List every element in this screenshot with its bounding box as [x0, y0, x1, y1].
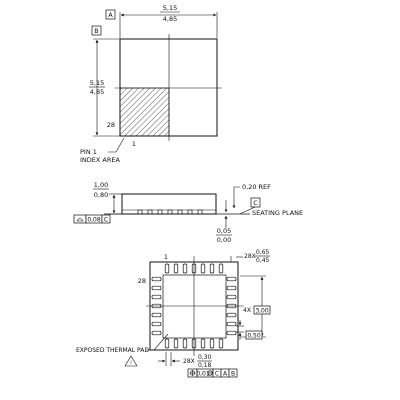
tol-datum-b: B [231, 371, 235, 378]
bottom-pad [218, 263, 224, 274]
bottom-view: 1 28 28X 0,65 0,45 4X 3,00 0,50 28X 0,30… [76, 249, 271, 378]
bottom-pad [226, 321, 237, 327]
bottom-pad [151, 276, 162, 282]
pin1-index-area-hatch [119, 87, 170, 137]
top-pin-1-label: 1 [132, 140, 136, 148]
pin1-leader [108, 137, 125, 153]
pitch-max: 0,65 [256, 249, 270, 256]
side-lead [137, 209, 143, 215]
flatness-datum-box [101, 214, 111, 224]
width-max-label: 5,15 [163, 4, 177, 12]
mmc-modifier-icon [207, 370, 213, 376]
bottom-pad [209, 338, 215, 349]
datum-c-label: C [253, 199, 258, 207]
bottom-pad [151, 330, 162, 336]
bottom-pad [151, 312, 162, 318]
lead-count: 28X [183, 358, 195, 365]
thermal-pad-leader [146, 333, 169, 351]
bottom-pad [164, 338, 170, 349]
flatness-symbol-box [73, 214, 87, 224]
bottom-pad [173, 263, 179, 274]
mmc-modifier-glyph: M [208, 371, 212, 376]
seating-plane-label: SEATING PLANE [252, 209, 303, 217]
bottom-pad [218, 338, 224, 349]
bottom-pin-1-label: 1 [164, 253, 168, 261]
datum-c-box [250, 197, 261, 208]
bottom-pad [151, 285, 162, 291]
bottom-pad [226, 276, 237, 282]
lead-min: 0,18 [198, 362, 212, 369]
top-view: A B 5,15 4,85 5,15 4,85 28 1 PIN 1 INDEX… [80, 4, 222, 164]
ref-thickness-leader [232, 186, 240, 209]
warning-triangle-icon [124, 355, 138, 367]
tol-datum-a: A [223, 371, 228, 378]
side-lead [197, 209, 203, 215]
top-pin-28-label: 28 [107, 121, 115, 129]
ref-thickness-label: 0,20 REF [242, 183, 271, 191]
flatness-icon [76, 218, 84, 222]
width-min-label: 4,85 [163, 15, 177, 23]
datum-c-leader [239, 206, 256, 215]
lead-max: 0,30 [198, 354, 212, 361]
bottom-pad [164, 263, 170, 274]
side-lead [187, 209, 193, 215]
bottom-pad [173, 338, 179, 349]
side-lead [157, 209, 163, 215]
side-lead [147, 209, 153, 215]
side-lead [167, 209, 173, 215]
bottom-pad [182, 338, 188, 349]
flatness-datum: C [104, 217, 108, 224]
side-view: 1,00 0,80 0,08 C 0,20 REF [73, 181, 303, 244]
datum-b-box [91, 25, 102, 36]
warning-exclamation-glyph: ! [130, 361, 132, 367]
bottom-pad [226, 294, 237, 300]
bottom-pad [226, 330, 237, 336]
height-min-label: 4,85 [90, 88, 104, 96]
pitch-min: 0,45 [256, 257, 270, 264]
standoff-max-label: 0,05 [217, 227, 231, 235]
bottom-pin-28-label: 28 [138, 277, 146, 285]
tol-datum-b-box [228, 368, 238, 378]
tolerance-value: 0,01 [196, 371, 210, 378]
bottom-pad [226, 312, 237, 318]
flatness-value: 0,08 [87, 217, 101, 224]
bottom-pad [209, 263, 215, 274]
exposed-thermal-pad [162, 274, 227, 339]
bottom-pad [151, 294, 162, 300]
datum-a-label: A [108, 11, 113, 19]
bottom-pad [226, 285, 237, 291]
bottom-pad [151, 321, 162, 327]
side-lead [177, 209, 183, 215]
pin1-label-line1: PIN 1 [80, 148, 97, 156]
thermal-pad-label: EXPOSED THERMAL PAD [76, 347, 149, 354]
pad-span-box [253, 305, 271, 315]
side-height-min-label: 0,80 [94, 191, 108, 199]
bottom-pad [200, 263, 206, 274]
datum-a-box [105, 9, 116, 20]
datum-b-label: B [94, 27, 98, 35]
height-max-label: 5,15 [90, 79, 104, 87]
standoff-min-label: 0,00 [217, 236, 231, 244]
bottom-pad [200, 338, 206, 349]
pad-span: 3,00 [255, 308, 269, 315]
bottom-pad [182, 263, 188, 274]
pitch-count: 28X [244, 253, 256, 260]
pad-basic-box [245, 330, 263, 340]
side-height-max-label: 1,00 [94, 181, 108, 189]
pad-basic: 0,50 [247, 333, 261, 340]
pin1-label-line2: INDEX AREA [80, 156, 120, 164]
pad-count: 4X [243, 307, 251, 314]
tol-datum-c: C [215, 371, 219, 378]
